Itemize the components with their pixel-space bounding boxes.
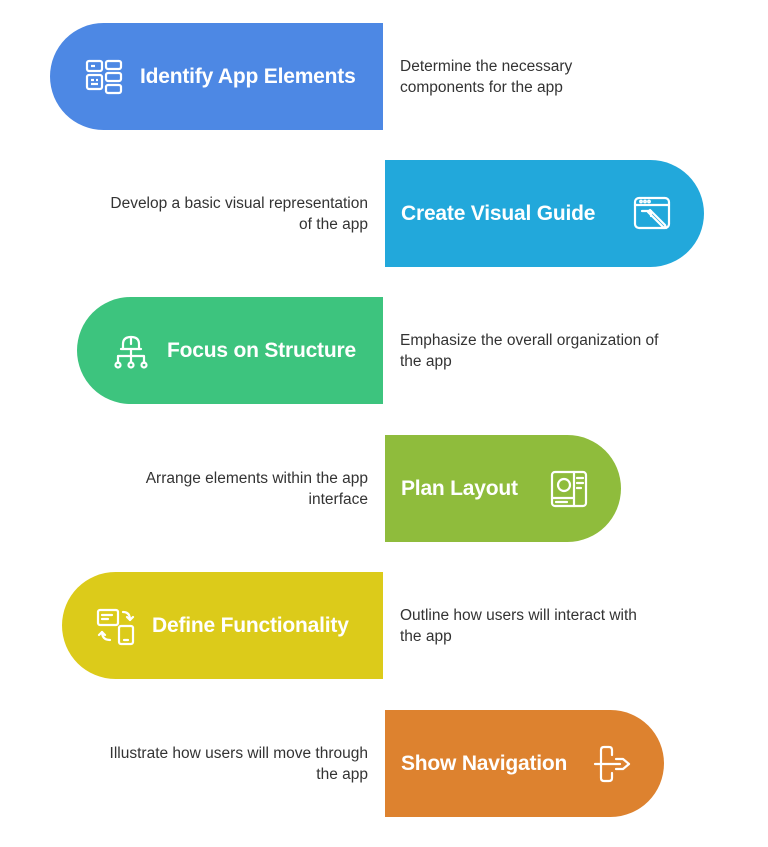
hierarchy-structure-icon: [109, 329, 153, 373]
step-create-visual-guide: Develop a basic visual representation of…: [0, 160, 768, 268]
step-description: Arrange elements within the app interfac…: [145, 469, 368, 508]
step-plan-layout: Arrange elements within the app interfac…: [0, 435, 768, 543]
step-title: Plan Layout: [401, 476, 518, 500]
step-show-navigation: Illustrate how users will move through t…: [0, 710, 768, 818]
step-title: Create Visual Guide: [401, 201, 596, 225]
step-pill: Focus on Structure: [77, 297, 383, 404]
step-description: Develop a basic visual representation of…: [110, 194, 368, 233]
step-pill: Identify App Elements: [50, 23, 383, 130]
step-pill: Create Visual Guide: [385, 160, 704, 267]
step-description: Outline how users will interact with the…: [400, 606, 637, 645]
navigation-exit-icon: [590, 742, 634, 786]
step-pill: Show Navigation: [385, 710, 664, 817]
step-title: Define Functionality: [152, 613, 349, 637]
step-pill: Plan Layout: [385, 435, 621, 542]
step-focus-on-structure: Focus on Structure Emphasize the overall…: [0, 297, 768, 405]
screen-sync-icon: [94, 604, 138, 648]
step-description: Determine the necessary components for t…: [400, 57, 573, 96]
step-title: Identify App Elements: [140, 64, 356, 88]
step-title: Show Navigation: [401, 751, 568, 775]
step-description: Emphasize the overall organization of th…: [400, 331, 659, 370]
step-description: Illustrate how users will move through t…: [109, 744, 368, 783]
layout-blueprint-icon: [547, 467, 591, 511]
step-identify-app-elements: Identify App Elements Determine the nece…: [0, 23, 768, 131]
step-define-functionality: Define Functionality Outline how users w…: [0, 572, 768, 680]
step-title: Focus on Structure: [167, 338, 356, 362]
components-grid-icon: [82, 55, 126, 99]
step-pill: Define Functionality: [62, 572, 383, 679]
pen-on-window-icon: [630, 192, 674, 236]
